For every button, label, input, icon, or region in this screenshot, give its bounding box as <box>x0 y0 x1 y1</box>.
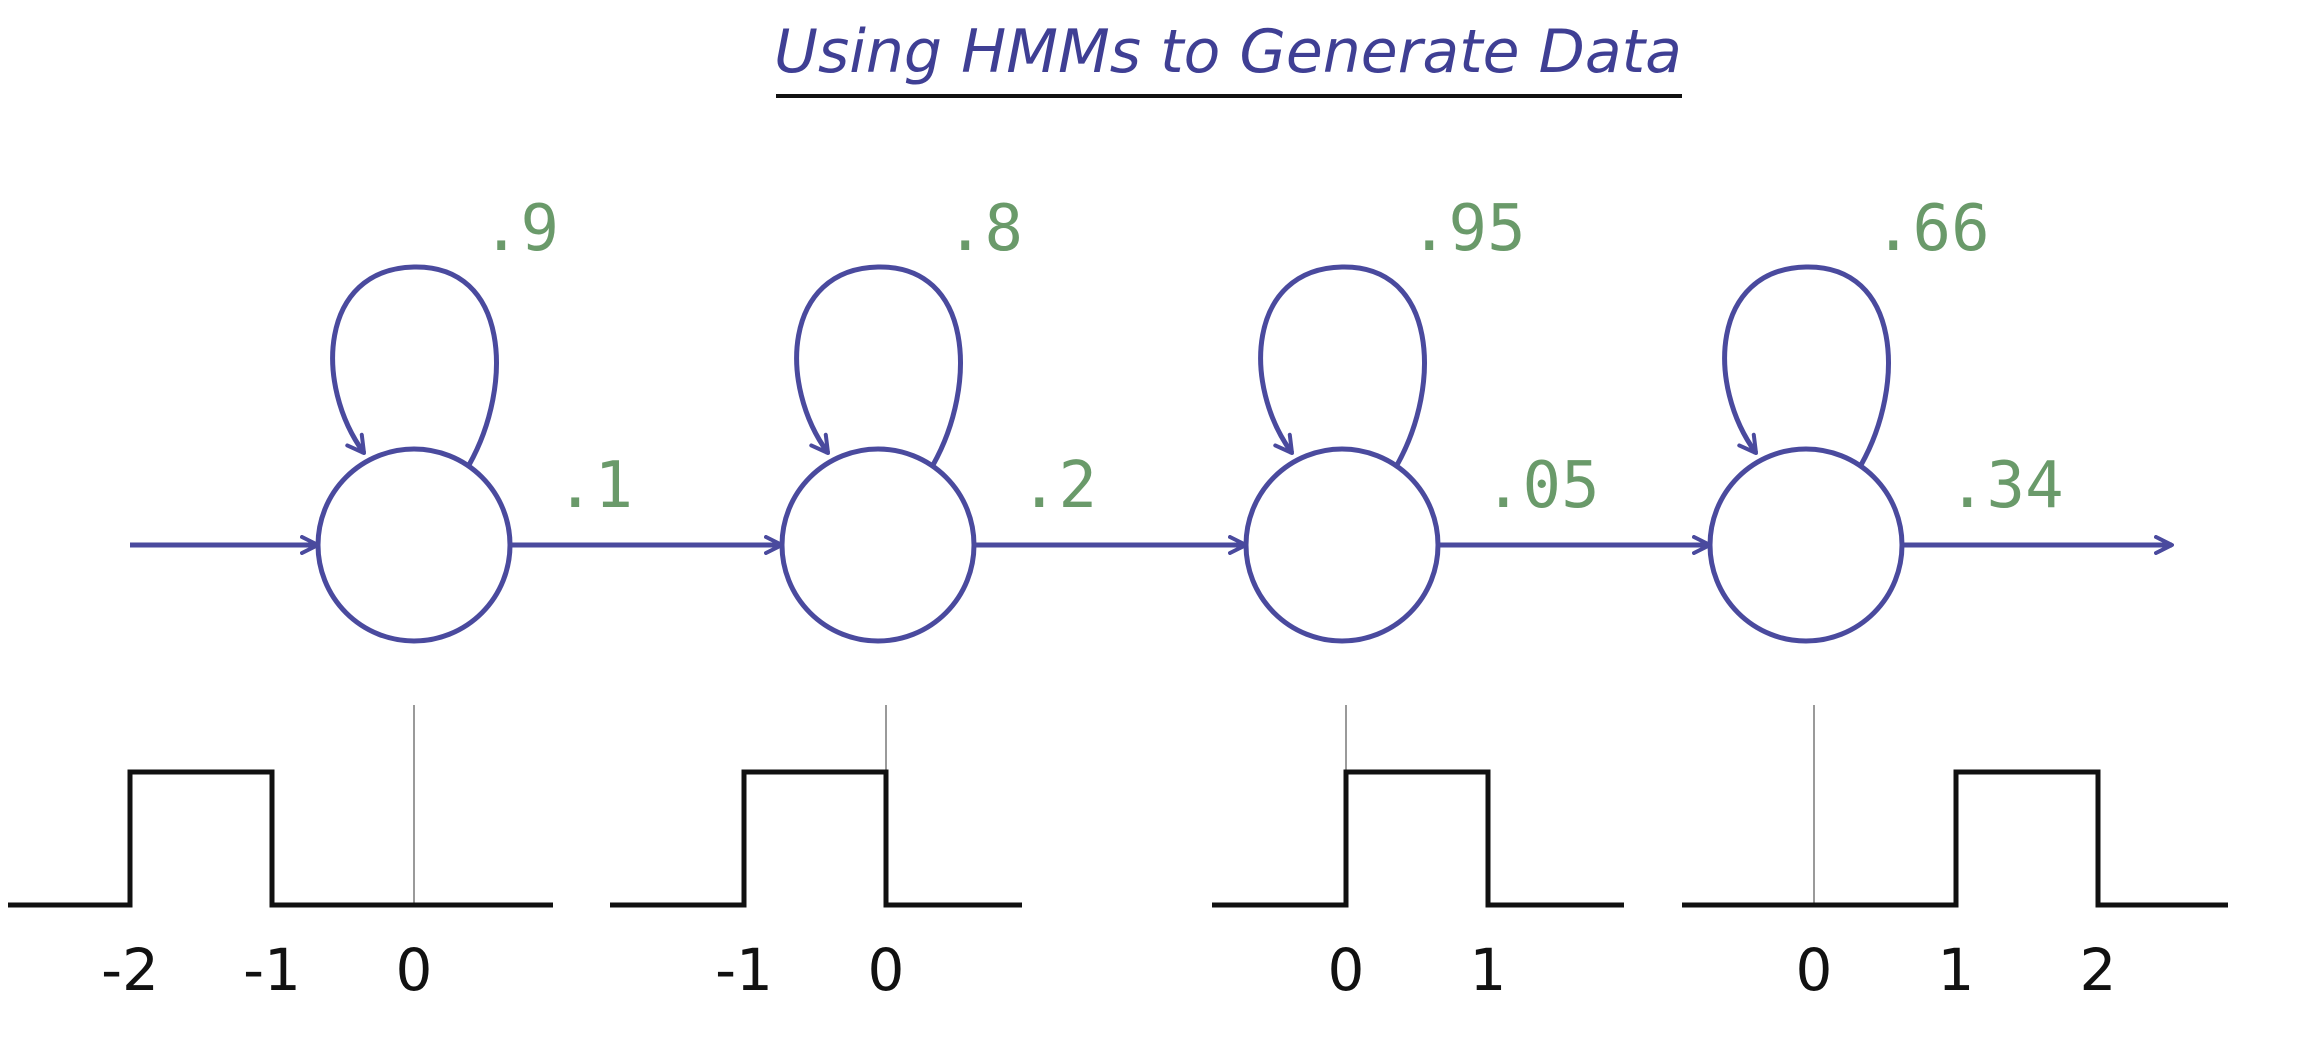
transition-prob-1: .1 <box>556 449 633 523</box>
tick-label: 1 <box>1938 936 1975 1004</box>
uniform-density-1 <box>8 769 553 908</box>
transition-prob-3: .05 <box>1484 449 1600 523</box>
uniform-density-4 <box>1682 769 2228 908</box>
state-node-3 <box>1243 446 1441 644</box>
state-node-4 <box>1707 446 1905 644</box>
self-loop-prob-1: .9 <box>482 192 559 266</box>
page-title: Using HMMs to Generate Data <box>774 17 1682 87</box>
tick-label: 2 <box>2080 936 2117 1004</box>
self-loop-prob-4: .66 <box>1874 192 1990 266</box>
state-node-2 <box>779 446 977 644</box>
tick-label: 0 <box>1328 936 1365 1004</box>
tick-label: 1 <box>1470 936 1507 1004</box>
self-loop-3 <box>1258 264 1427 467</box>
tick-label: -1 <box>243 936 301 1004</box>
self-loop-4 <box>1722 264 1891 467</box>
self-loop-2 <box>794 264 963 467</box>
state-node-1 <box>315 446 513 644</box>
transition-prob-2: .2 <box>1020 449 1097 523</box>
tick-label: 0 <box>396 936 433 1004</box>
uniform-density-2 <box>610 769 1022 908</box>
tick-label: -2 <box>101 936 159 1004</box>
self-loop-1 <box>330 264 499 467</box>
tick-label: -1 <box>715 936 773 1004</box>
tick-label: 0 <box>868 936 905 1004</box>
uniform-density-3 <box>1212 769 1624 908</box>
self-loop-prob-3: .95 <box>1410 192 1526 266</box>
state-chain: .9 .1 .8 .2 .95 .05 .66 .34 <box>130 192 2174 644</box>
transition-prob-4: .34 <box>1948 449 2064 523</box>
tick-label: 0 <box>1796 936 1833 1004</box>
emission-distributions: -2 -1 0 -1 0 0 1 0 1 2 <box>8 705 2228 1004</box>
self-loop-prob-2: .8 <box>946 192 1023 266</box>
